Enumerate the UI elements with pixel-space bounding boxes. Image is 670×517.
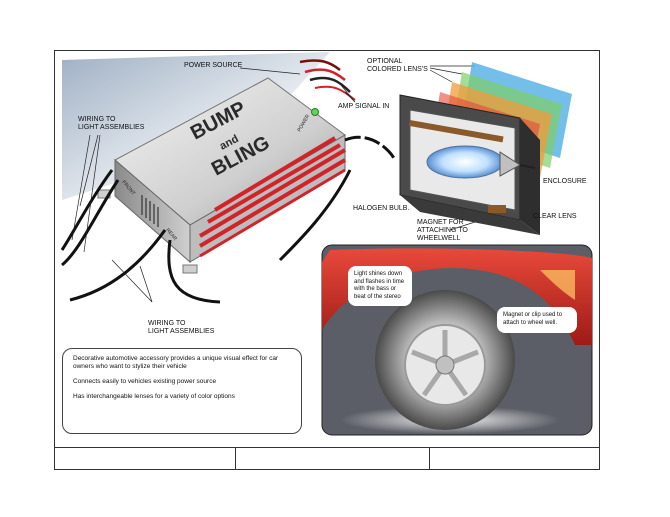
clear-lens-label: CLEAR LENS xyxy=(533,213,577,220)
power-wire xyxy=(309,76,351,93)
light-callout: Light shines down and flashes in time wi… xyxy=(348,266,412,306)
note-item: Connects easily to vehicles existing pow… xyxy=(73,378,217,385)
amp-signal-label: AMP SIGNAL IN xyxy=(338,103,390,110)
wire xyxy=(278,169,352,262)
wire xyxy=(69,229,167,302)
wire xyxy=(167,239,221,304)
power-wire xyxy=(304,68,346,81)
power-wire xyxy=(299,59,341,71)
magnet-callout: Magnet or clip used to attach to wheel w… xyxy=(497,307,577,333)
wiring-bottom-label-2: LIGHT ASSEMBLIES xyxy=(148,328,215,335)
title-cell xyxy=(54,448,236,470)
magnet-label-2: ATTACHING TO xyxy=(417,227,468,234)
note-item: Decorative automotive accessory provides… xyxy=(73,355,279,370)
wiring-bottom-label-1: WIRING TO xyxy=(148,320,186,327)
magnet-label-3: WHEELWELL xyxy=(417,235,461,242)
wiring-top-label-2: LIGHT ASSEMBLIES xyxy=(78,124,145,131)
halogen-bulb-label: HALOGEN BULB. xyxy=(353,205,410,212)
wiring-top-label-1: WIRING TO xyxy=(78,116,116,123)
feature-notes: Decorative automotive accessory provides… xyxy=(62,348,302,434)
power-wire xyxy=(314,85,356,101)
note-item: Has interchangeable lenses for a variety… xyxy=(73,393,235,400)
title-block xyxy=(54,447,600,470)
title-cell xyxy=(236,448,430,470)
wire xyxy=(61,179,120,267)
power-led xyxy=(311,108,319,116)
wire xyxy=(60,169,114,251)
wire xyxy=(344,135,397,161)
optional-lens-label-2: COLORED LENS'S xyxy=(367,66,428,73)
enclosure xyxy=(399,94,540,235)
power-source-label: POWER SOURCE xyxy=(184,62,243,69)
enclosure-label: ENCLOSURE xyxy=(543,178,587,185)
magnet-label-1: MAGNET FOR xyxy=(417,219,464,226)
optional-lens-label-1: OPTIONAL xyxy=(367,58,403,65)
